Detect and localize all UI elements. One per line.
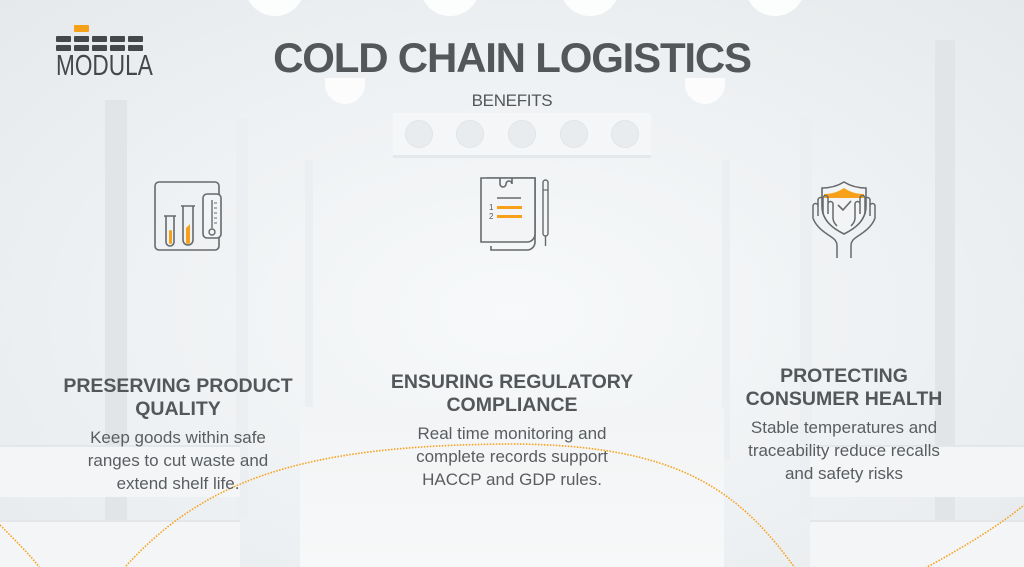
- fan-icon: [456, 120, 485, 148]
- benefit-title: COMPLIANCE: [446, 394, 578, 416]
- benefit-description: extend shelf life.: [116, 474, 240, 493]
- shelf: [810, 520, 1024, 567]
- shelf-pillar: [236, 118, 248, 518]
- benefit-card-consumer-health: PROTECTING CONSUMER HEALTH Stable temper…: [694, 172, 994, 485]
- benefit-description: Real time monitoring and: [417, 424, 607, 443]
- benefit-title: ENSURING REGULATORY: [390, 371, 634, 393]
- shelf-pillar: [305, 160, 313, 460]
- benefit-description: ranges to cut waste and: [87, 451, 269, 470]
- shelf: [810, 445, 1024, 497]
- page-title: COLD CHAIN LOGISTICS: [273, 34, 752, 81]
- benefit-description: HACCP and GDP rules.: [422, 470, 602, 489]
- benefit-card-regulatory-compliance: 1 2 ENSURING REGULATORY COMPLIANCE Real …: [362, 172, 662, 491]
- benefit-description: Keep goods within safe: [90, 428, 266, 447]
- logo-mark: [56, 25, 144, 51]
- fan-icon: [559, 120, 588, 148]
- shelf-pillar: [722, 160, 730, 460]
- fan-icon: [611, 120, 640, 148]
- shelf-pillar: [800, 118, 812, 518]
- benefit-description: traceability reduce recalls: [748, 441, 940, 460]
- evaporator-fan-unit: [393, 113, 651, 158]
- shelf: [0, 445, 240, 497]
- fan-icon: [507, 120, 536, 148]
- modula-logo: MODULA: [56, 25, 153, 81]
- svg-text:2: 2: [489, 212, 494, 221]
- benefit-description: Stable temperatures and: [750, 418, 938, 437]
- benefit-title: PRESERVING PRODUCT: [63, 375, 293, 397]
- clipboard-checklist-icon: 1 2: [362, 172, 662, 262]
- svg-text:1: 1: [489, 203, 494, 212]
- benefit-title: CONSUMER HEALTH: [745, 388, 943, 410]
- benefit-title: PROTECTING: [780, 365, 908, 387]
- benefit-title: QUALITY: [135, 398, 221, 420]
- shelf-pillar: [935, 40, 955, 567]
- test-tubes-thermometer-icon: [28, 172, 328, 262]
- benefit-card-product-quality: PRESERVING PRODUCT QUALITY Keep goods wi…: [28, 172, 328, 495]
- floor: [300, 407, 724, 567]
- shelf: [0, 520, 240, 567]
- hands-shield-icon: [694, 172, 994, 262]
- page-subtitle: BENEFITS: [471, 91, 553, 110]
- benefit-description: and safety risks: [784, 464, 904, 483]
- fan-icon: [404, 120, 433, 148]
- benefit-description: complete records support: [416, 447, 608, 466]
